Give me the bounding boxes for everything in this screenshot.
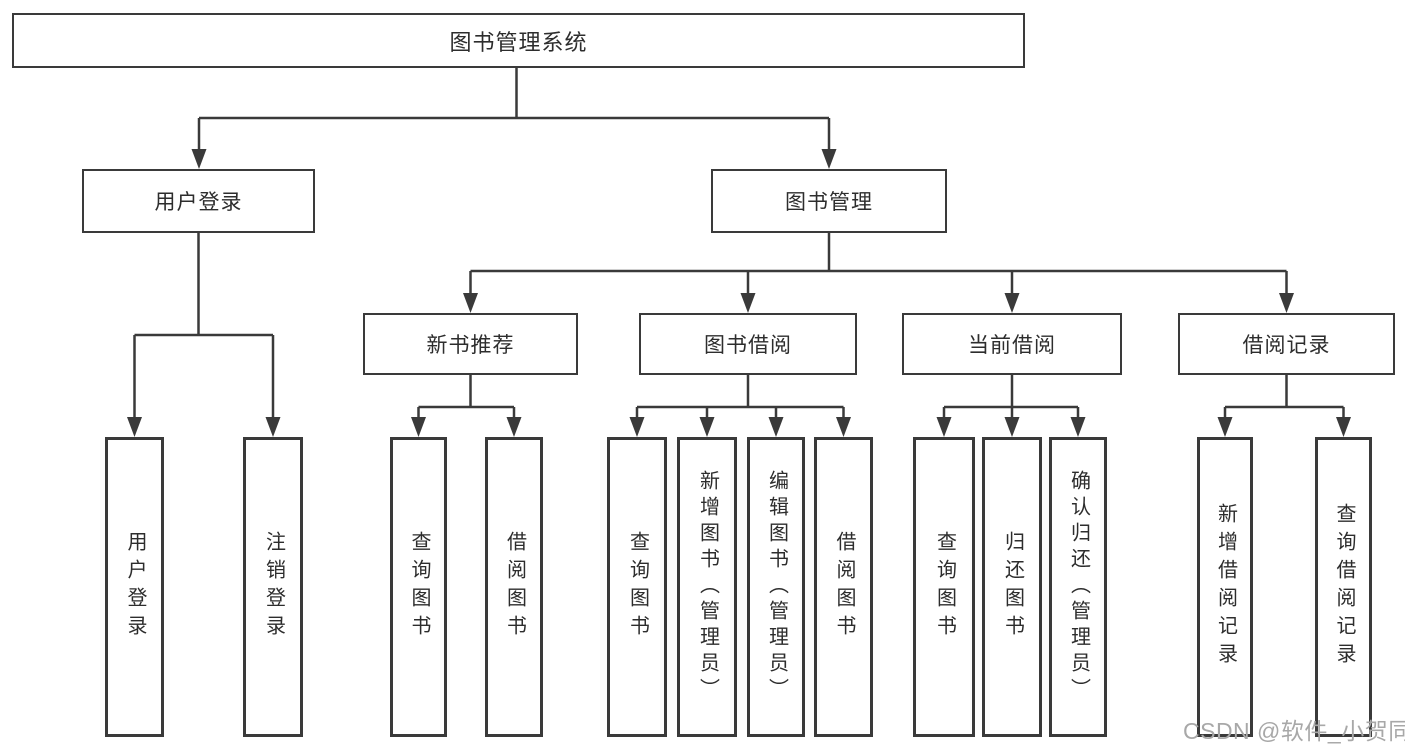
leaf-label: 借阅图书 bbox=[503, 531, 526, 643]
leaf-label: 注销登录 bbox=[262, 531, 285, 643]
node-label: 图书管理系统 bbox=[449, 29, 588, 55]
leaf-label: 归还图书 bbox=[1001, 531, 1024, 643]
leaf-borrow-books-borrowing: 借阅图书 bbox=[814, 437, 873, 737]
leaf-label: 用户登录 bbox=[124, 531, 146, 643]
leaf-label: 确认归还（管理员） bbox=[1067, 470, 1090, 704]
node-borrow-records: 借阅记录 bbox=[1178, 313, 1395, 375]
leaf-user-login: 用户登录 bbox=[105, 437, 164, 737]
leaf-label: 查询图书 bbox=[933, 531, 956, 643]
node-label: 图书管理 bbox=[785, 191, 873, 214]
leaf-label: 查询图书 bbox=[626, 531, 649, 643]
node-book-management: 图书管理 bbox=[711, 169, 947, 233]
leaf-logout-login: 注销登录 bbox=[243, 437, 303, 737]
leaf-label: 查询借阅记录 bbox=[1333, 503, 1355, 671]
node-label: 借阅记录 bbox=[1242, 334, 1331, 357]
watermark-text: CSDN @软件_小贺同学 bbox=[1183, 718, 1405, 744]
leaf-label: 新增借阅记录 bbox=[1214, 503, 1237, 671]
leaf-return-books: 归还图书 bbox=[982, 437, 1042, 737]
leaf-add-borrow-record: 新增借阅记录 bbox=[1197, 437, 1253, 737]
leaf-edit-book-admin: 编辑图书（管理员） bbox=[747, 437, 805, 737]
arrowhead-icons bbox=[127, 149, 1351, 437]
node-label: 图书借阅 bbox=[704, 334, 792, 357]
node-label: 用户登录 bbox=[154, 191, 243, 214]
leaf-label: 编辑图书（管理员） bbox=[765, 470, 788, 704]
leaf-label: 新增图书（管理员） bbox=[696, 470, 719, 704]
leaf-query-books-recommend: 查询图书 bbox=[390, 437, 447, 737]
node-label: 当前借阅 bbox=[968, 334, 1056, 357]
node-new-book-recommend: 新书推荐 bbox=[363, 313, 578, 375]
node-book-borrowing: 图书借阅 bbox=[639, 313, 857, 375]
node-current-borrowing: 当前借阅 bbox=[902, 313, 1122, 375]
leaf-query-borrow-record: 查询借阅记录 bbox=[1315, 437, 1372, 737]
leaf-add-book-admin: 新增图书（管理员） bbox=[677, 437, 737, 737]
leaf-label: 借阅图书 bbox=[833, 531, 855, 643]
node-library-management-system: 图书管理系统 bbox=[12, 13, 1025, 68]
leaf-borrow-books-recommend: 借阅图书 bbox=[485, 437, 543, 737]
node-label: 新书推荐 bbox=[426, 334, 515, 357]
leaf-confirm-return-admin: 确认归还（管理员） bbox=[1049, 437, 1107, 737]
leaf-label: 查询图书 bbox=[408, 531, 430, 643]
leaf-query-books-borrowing: 查询图书 bbox=[607, 437, 667, 737]
node-user-login: 用户登录 bbox=[82, 169, 315, 233]
leaf-query-books-current: 查询图书 bbox=[913, 437, 975, 737]
